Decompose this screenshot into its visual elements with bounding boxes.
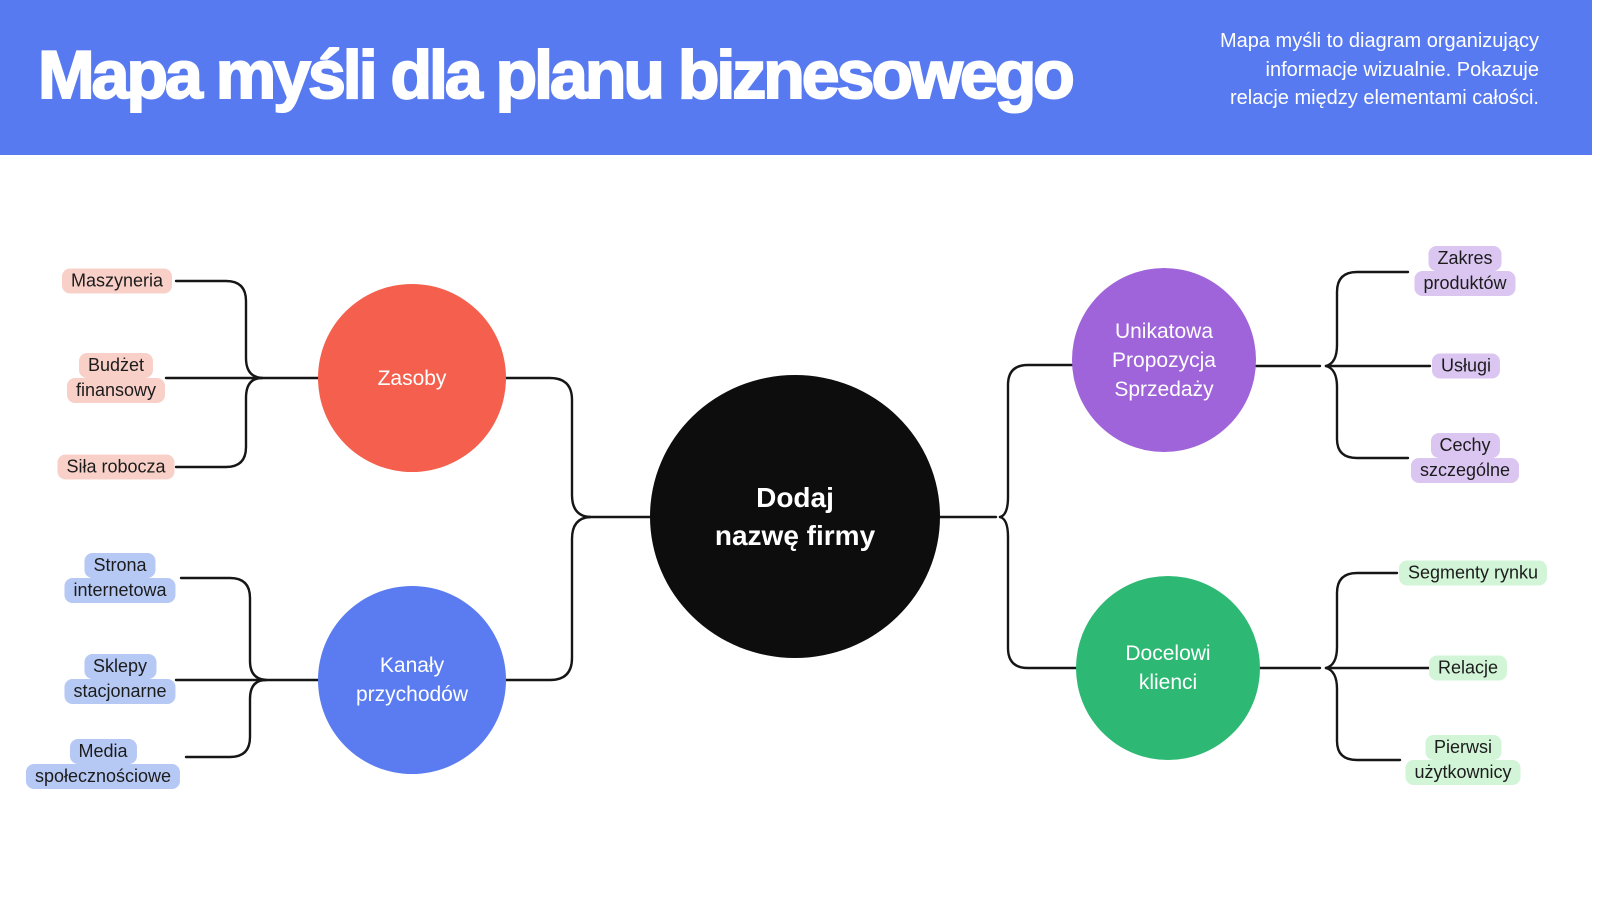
header-banner: Mapa myśli dla planu biznesowego Mapa my… xyxy=(0,0,1592,155)
connector-maszyneria xyxy=(174,279,264,380)
leaf-label-line: Relacje xyxy=(1428,655,1508,681)
connector-strona xyxy=(179,576,268,682)
page-title: Mapa myśli dla planu biznesowego xyxy=(37,36,1076,114)
leaf-label-line: finansowy xyxy=(66,378,166,403)
leaf-label-line: Zakres xyxy=(1428,246,1502,271)
leaf-maszyneria[interactable]: Maszyneria xyxy=(61,268,173,294)
leaf-label-line: Sklepy xyxy=(83,654,157,679)
connector-zasoby-center xyxy=(504,376,592,519)
connector-cechy xyxy=(1324,364,1410,460)
connector-pierwsi xyxy=(1324,666,1402,762)
connector-zakres xyxy=(1324,270,1410,368)
leaf-label-line: użytkownicy xyxy=(1405,760,1521,785)
leaf-label-line: internetowa xyxy=(64,578,176,603)
connector-center-docelowi xyxy=(998,515,1079,670)
leaf-label-line: Media xyxy=(69,739,137,764)
leaf-label-line: Pierwsi xyxy=(1424,735,1501,760)
connector-center-usp xyxy=(998,363,1075,519)
leaf-sila-robocza[interactable]: Siła robocza xyxy=(57,454,175,480)
branch-node-unikatowa-propozycja[interactable]: Unikatowa Propozycja Sprzedaży xyxy=(1072,268,1256,452)
connector-segmenty xyxy=(1324,571,1399,670)
leaf-segmenty-rynku[interactable]: Segmenty rynku xyxy=(1398,560,1548,586)
leaf-label-line: Usługi xyxy=(1431,353,1501,379)
leaf-label-line: stacjonarne xyxy=(64,679,176,704)
branch-node-kanaly-przychodow[interactable]: Kanały przychodów xyxy=(318,586,506,774)
header-description: Mapa myśli to diagram organizujący infor… xyxy=(1219,30,1539,109)
connector-sila-robocza xyxy=(174,376,264,469)
leaf-label-line: społecznościowe xyxy=(25,764,181,789)
leaf-label-line: Strona xyxy=(84,553,156,578)
leaf-relacje[interactable]: Relacje xyxy=(1428,655,1508,681)
leaf-uslugi[interactable]: Usługi xyxy=(1431,353,1501,379)
branch-node-docelowi-klienci[interactable]: Docelowi klienci xyxy=(1076,576,1260,760)
leaf-label-line: Cechy xyxy=(1430,433,1500,458)
branch-node-zasoby[interactable]: Zasoby xyxy=(318,284,506,472)
leaf-label-line: Maszyneria xyxy=(61,268,173,294)
leaf-label-line: szczególne xyxy=(1410,458,1520,483)
connector-kanaly-center xyxy=(504,515,592,682)
leaf-label-line: Siła robocza xyxy=(57,454,175,480)
leaf-label-line: Segmenty rynku xyxy=(1398,560,1548,586)
leaf-label-line: Budżet xyxy=(78,353,154,378)
connector-media xyxy=(184,678,268,759)
leaf-label-line: produktów xyxy=(1414,271,1516,296)
center-node-circle[interactable]: Dodaj nazwę firmy xyxy=(650,375,940,658)
